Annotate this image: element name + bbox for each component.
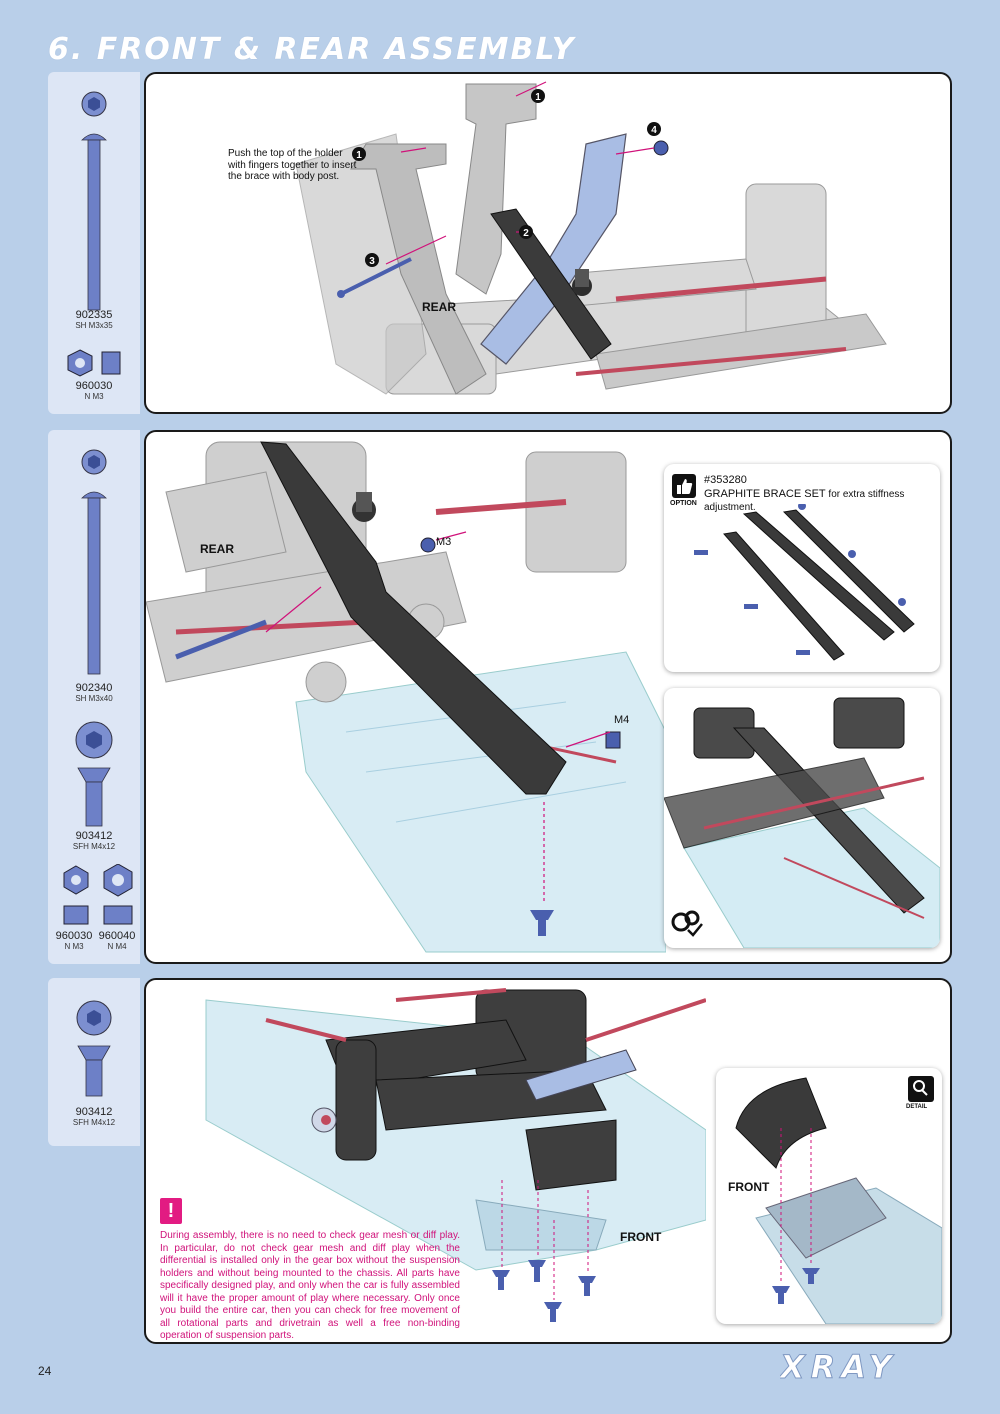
page-title: 6. FRONT & REAR ASSEMBLY <box>48 32 576 67</box>
warning-icon: ! <box>160 1198 182 1224</box>
callout-3: 3 <box>369 256 375 267</box>
option-desc: for extra stiffness adjustment. <box>704 489 905 513</box>
callout-1-left: 1 <box>356 150 362 161</box>
step1-panel: 1 1 2 3 4 Push the top of the holder wit… <box>144 72 952 414</box>
rear-assembly-illustration: 1 1 2 3 4 <box>295 81 887 395</box>
front-bumper-detail-illustration <box>735 1077 942 1324</box>
detail-inset-step3: DETAIL FRONT <box>716 1068 942 1324</box>
option-inset: OPTION #353280 GRAPHITE BRACE SET for ex… <box>664 464 940 672</box>
option-name: GRAPHITE BRACE SET <box>704 488 826 500</box>
brand-name: XRAY <box>780 1350 898 1384</box>
option-text: GRAPHITE BRACE SET for extra stiffness a… <box>704 488 936 513</box>
front-assembly-illustration <box>205 988 706 1322</box>
part-902340: 902340 SH M3x40 <box>75 682 113 703</box>
m3-label: M3 <box>436 536 452 548</box>
warning-text: During assembly, there is no need to che… <box>160 1230 460 1341</box>
front-label-step3: FRONT <box>620 1230 662 1244</box>
front-label-detail: FRONT <box>728 1180 770 1194</box>
thumbs-up-icon <box>672 474 696 498</box>
part-903412: 903412 SFH M4x12 <box>72 830 116 851</box>
detail-inset-step2 <box>664 688 940 948</box>
screw-icon <box>81 91 107 311</box>
graphite-brace-set-illustration <box>694 504 915 661</box>
part-960030: 960030 N M3 <box>75 380 113 401</box>
option-badge: OPTION <box>670 500 697 507</box>
parts-panel-step3: 903412 SFH M4x12 <box>48 978 140 1146</box>
magnifier-icon <box>908 1076 934 1102</box>
parts-panel-step1: 902335 SH M3x35 960030 N M3 <box>48 72 140 414</box>
part-960030: 960030 N M3 <box>55 930 93 951</box>
xray-logo: XRAY <box>780 1350 898 1384</box>
countersunk-screw-icon <box>75 721 113 827</box>
step2-panel: REAR M3 M4 OPTION #353280 GRAPHITE BRACE… <box>144 430 952 964</box>
countersunk-screw-icon <box>76 1000 112 1097</box>
step1-instruction: Push the top of the holder with fingers … <box>228 148 357 182</box>
rear-label-step2: REAR <box>200 542 235 556</box>
rear-label-step1: REAR <box>422 300 456 314</box>
rear-label-text: REAR <box>422 300 457 314</box>
detail-badge: DETAIL <box>906 1104 928 1110</box>
part-960040: 960040 N M4 <box>98 930 136 951</box>
brace-mount-illustration <box>146 441 666 953</box>
nut-icons <box>63 864 133 925</box>
nut-icon <box>67 349 121 377</box>
part-902335: 902335 SH M3x35 <box>75 309 113 330</box>
step3-panel: ! During assembly, there is no need to c… <box>144 978 952 1344</box>
callout-2: 2 <box>523 228 529 239</box>
callout-4: 4 <box>651 125 657 136</box>
parts-panel-step2: 902340 SH M3x40 903412 SFH M4x12 960030 … <box>48 430 140 964</box>
screw-icon <box>81 449 107 675</box>
page-number: 24 <box>38 1364 52 1378</box>
part-903412: 903412 SFH M4x12 <box>72 1106 116 1127</box>
callout-1-top: 1 <box>535 92 541 103</box>
check-gears-icon <box>671 910 703 937</box>
detail-illustration <box>664 697 940 948</box>
option-code: #353280 <box>704 474 747 486</box>
m4-label: M4 <box>614 714 630 726</box>
